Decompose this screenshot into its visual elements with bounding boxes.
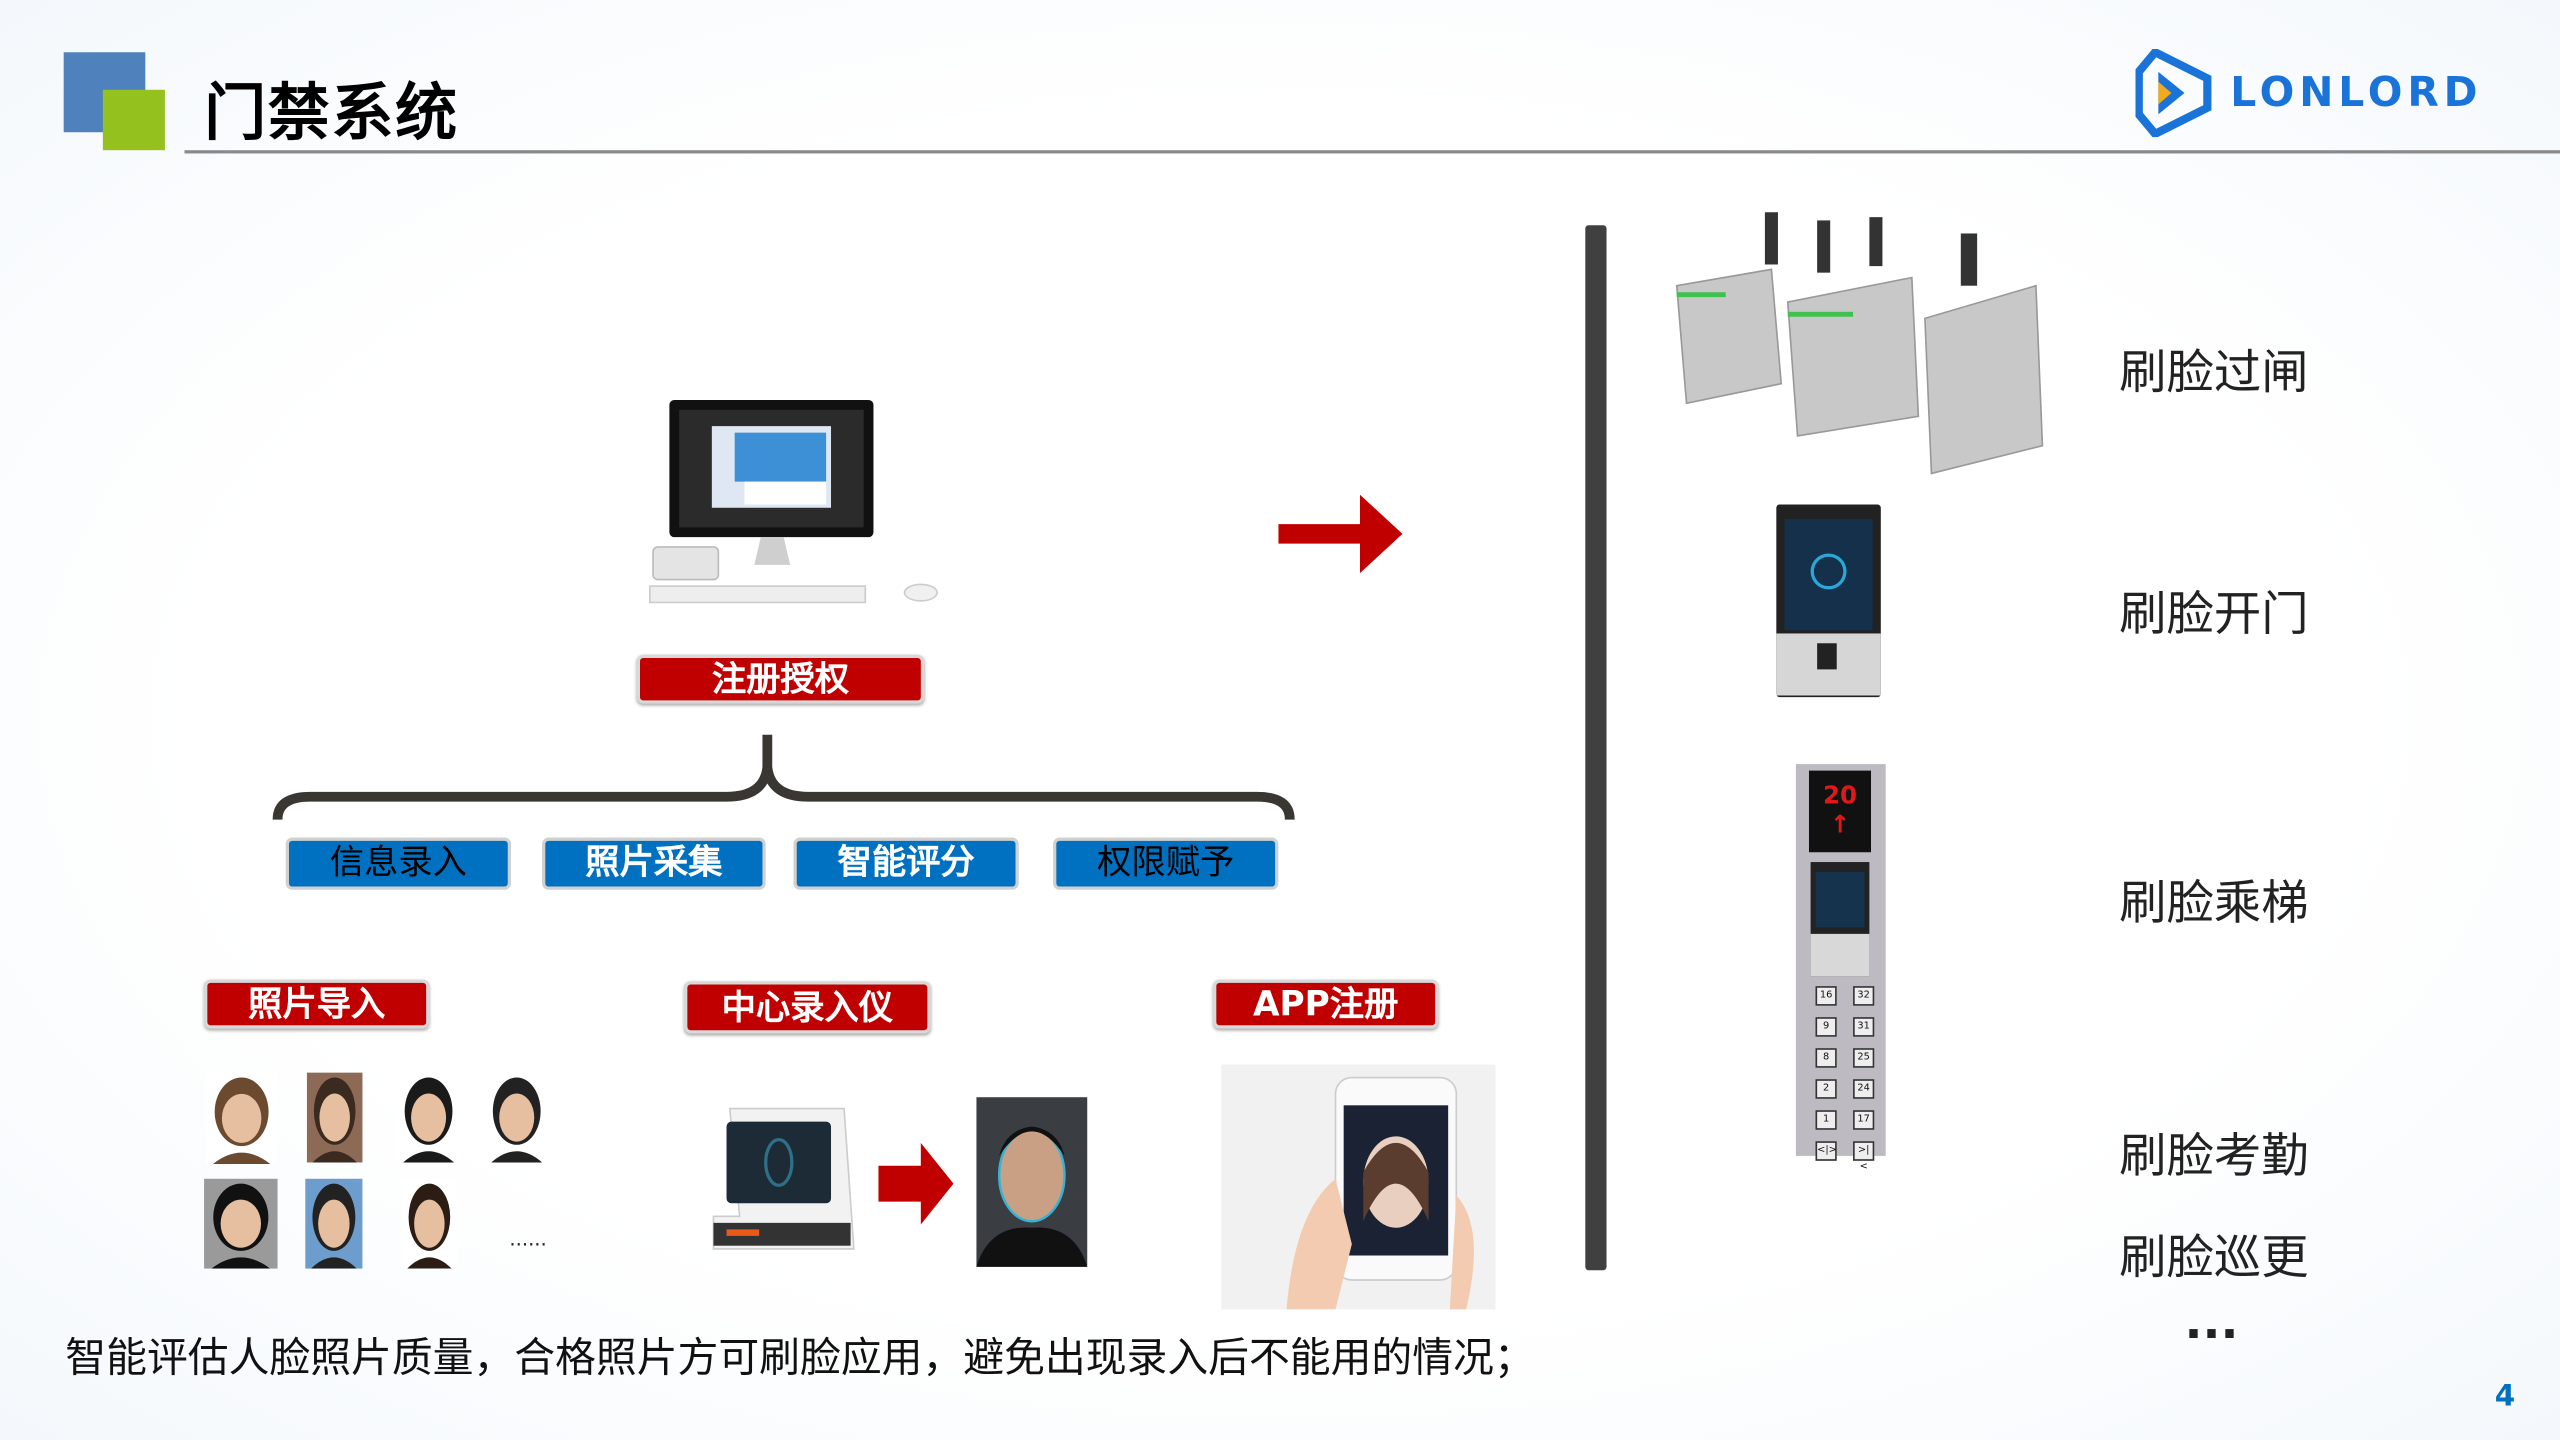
face-photo bbox=[306, 1072, 363, 1163]
floor-number: 20 bbox=[1822, 780, 1858, 810]
enrollment-device-image bbox=[712, 1107, 855, 1250]
elevator-floor-button: 25 bbox=[1853, 1048, 1875, 1068]
face-photo bbox=[204, 1178, 278, 1269]
turnstile-gates-image bbox=[1675, 212, 2044, 475]
face-photo bbox=[205, 1072, 278, 1165]
arrow-right-large-icon bbox=[1278, 494, 1403, 574]
app-phone-image bbox=[1221, 1064, 1496, 1310]
face-photo bbox=[401, 1178, 458, 1269]
page-number: 4 bbox=[2494, 1379, 2516, 1414]
brace-connector bbox=[272, 734, 1295, 821]
face-photo bbox=[396, 1072, 461, 1163]
elevator-floor-button: 17 bbox=[1853, 1110, 1875, 1130]
elevator-floor-button: 2 bbox=[1815, 1079, 1837, 1099]
elevator-floor-button: 16 bbox=[1815, 986, 1837, 1006]
vertical-divider bbox=[1585, 225, 1607, 1271]
register-authorize-label: 注册授权 bbox=[636, 654, 925, 704]
elevator-floor-button: 31 bbox=[1853, 1017, 1875, 1037]
arrow-right-small-icon bbox=[878, 1142, 954, 1225]
method-app-register: APP注册 bbox=[1213, 979, 1439, 1029]
photo-ellipsis: ...... bbox=[509, 1227, 547, 1251]
elevator-floor-button: <|> bbox=[1815, 1141, 1837, 1161]
method-enrollment-device: 中心录入仪 bbox=[684, 981, 931, 1034]
step-info-entry: 信息录入 bbox=[285, 837, 512, 890]
title-square-green bbox=[102, 89, 165, 151]
elevator-floor-button: 8 bbox=[1815, 1048, 1837, 1068]
app-attendance: 刷脸考勤 bbox=[2119, 1128, 2309, 1184]
elevator-panel-image: 20 ↑ 16 32 9 31 8 25 2 24 1 17 <|> >|< bbox=[1795, 764, 1886, 1172]
elevator-floor-button: 24 bbox=[1853, 1079, 1875, 1099]
elevator-floor-button: >|< bbox=[1853, 1141, 1875, 1172]
header-divider bbox=[184, 150, 2560, 154]
floor-display: 20 ↑ bbox=[1808, 770, 1872, 853]
computer-image bbox=[648, 399, 938, 604]
method-photo-import: 照片导入 bbox=[204, 979, 430, 1029]
face-photo bbox=[484, 1072, 549, 1163]
face-terminal-image bbox=[1776, 504, 1881, 698]
app-patrol: 刷脸巡更 bbox=[2119, 1229, 2309, 1285]
elevator-face-reader bbox=[1810, 862, 1870, 977]
footer-note: 智能评估人脸照片质量，合格照片方可刷脸应用，避免出现录入后不能用的情况； bbox=[65, 1333, 1535, 1382]
logo-hexagon-icon bbox=[2135, 48, 2212, 138]
face-photo bbox=[305, 1178, 363, 1269]
company-logo: LONLORD bbox=[2135, 48, 2528, 138]
step-photo-capture: 照片采集 bbox=[542, 837, 766, 890]
app-elevator: 刷脸乘梯 bbox=[2119, 875, 2309, 931]
elevator-floor-button: 9 bbox=[1815, 1017, 1837, 1037]
app-door: 刷脸开门 bbox=[2119, 586, 2309, 642]
elevator-floor-button: 32 bbox=[1853, 986, 1875, 1006]
logo-text: LONLORD bbox=[2230, 68, 2483, 116]
step-permission-grant: 权限赋予 bbox=[1053, 837, 1279, 890]
app-gate: 刷脸过闸 bbox=[2119, 344, 2309, 400]
elevator-buttons: 16 32 9 31 8 25 2 24 1 17 <|> >|< bbox=[1815, 986, 1875, 1172]
app-more: ··· bbox=[2184, 1306, 2239, 1362]
step-smart-scoring: 智能评分 bbox=[793, 837, 1019, 890]
arrow-up-icon: ↑ bbox=[1829, 809, 1851, 840]
elevator-floor-button: 1 bbox=[1815, 1110, 1837, 1130]
captured-face-image bbox=[976, 1097, 1088, 1267]
page-title: 门禁系统 bbox=[204, 76, 459, 149]
